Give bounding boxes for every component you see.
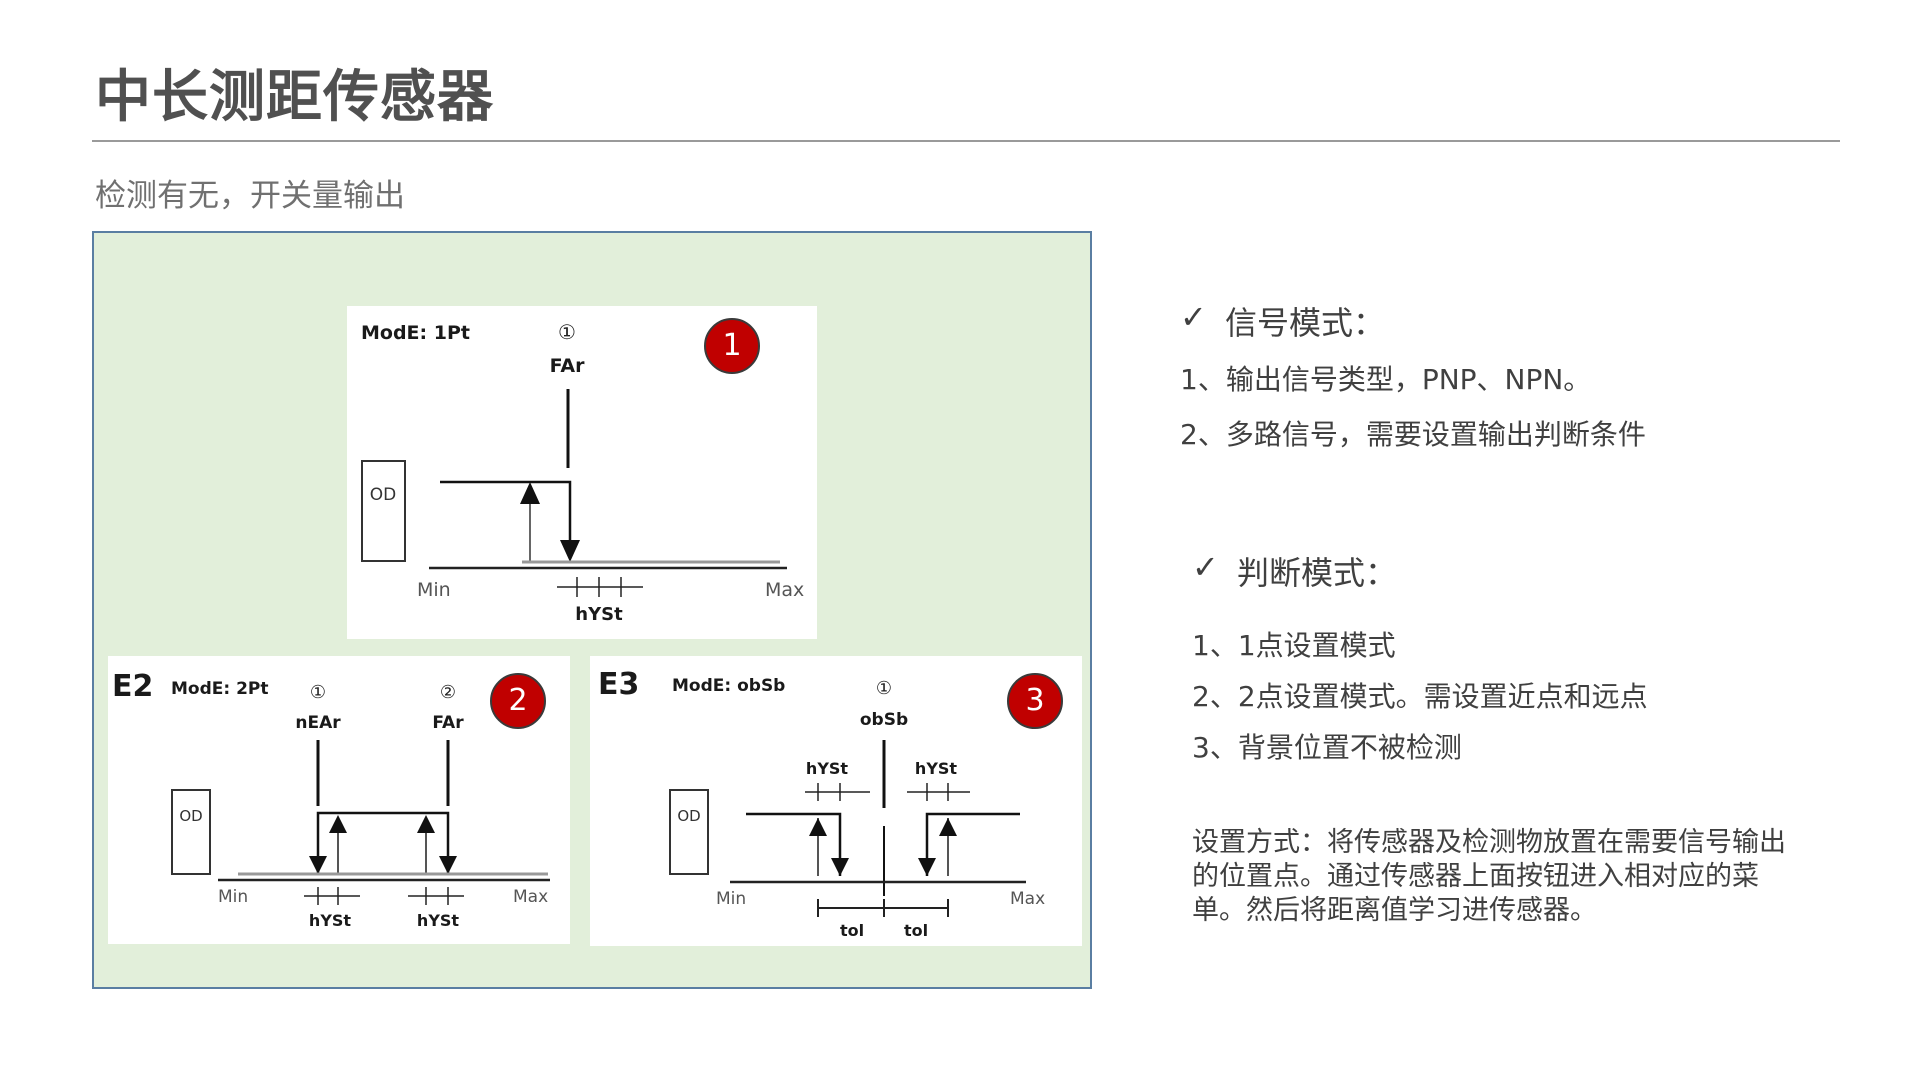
d2-arrow-far-down <box>439 856 457 874</box>
d2-min-label: Min <box>218 887 248 907</box>
d1-circle-number: ① <box>558 320 576 344</box>
d1-sensor-label: OD <box>370 485 396 505</box>
d3-circle-number: ① <box>876 678 892 699</box>
d2-code-label: E2 <box>112 669 153 704</box>
d2-arrow-near-up <box>329 815 347 833</box>
d1-mode-label: ModE: 1Pt <box>361 322 470 344</box>
badge-3: 3 <box>1007 673 1063 729</box>
d3-sensor-box <box>669 789 709 875</box>
slide-title: 中长测距传感器 <box>95 65 494 130</box>
d3-code-label: E3 <box>598 667 639 702</box>
d3-arrow-right-down <box>918 858 936 876</box>
d2-sensor-box <box>171 789 211 875</box>
d2-mode-label: ModE: 2Pt <box>171 679 269 699</box>
d2-arrow-far-up <box>417 815 435 833</box>
badge-1: 1 <box>704 318 760 374</box>
d2-far-label: FAr <box>432 713 464 733</box>
diagram-obsb: E3 ModE: obSb ① obSb hYSt hYSt OD <box>590 656 1082 946</box>
d3-mode-label: ModE: obSb <box>672 676 785 696</box>
d3-arrow-right-up <box>939 818 957 836</box>
d2-max-label: Max <box>513 887 548 907</box>
d1-max-label: Max <box>765 579 804 601</box>
d2-arrow-near-down <box>309 856 327 874</box>
d2-hyst-label-2: hYSt <box>417 911 460 930</box>
d3-hyst-right-label: hYSt <box>915 759 958 778</box>
d3-arrow-left-up <box>809 818 827 836</box>
judge-mode-heading: 判断模式： <box>1237 554 1398 592</box>
diagram-panel: ModE: 1Pt ① FAr OD Min Max hYSt E2 ModE:… <box>92 231 1092 989</box>
d3-min-label: Min <box>716 889 746 909</box>
judge-item-2: 2、2点设置模式。需设置近点和远点 <box>1192 680 1648 713</box>
signal-check-icon: ✓ <box>1180 298 1207 336</box>
d3-sensor-label: OD <box>677 807 700 825</box>
d2-hyst-label-1: hYSt <box>309 911 352 930</box>
d3-obsb-label: obSb <box>860 710 908 730</box>
signal-item-2: 2、多路信号，需要设置输出判断条件 <box>1180 418 1646 451</box>
d3-switch-left <box>746 812 842 876</box>
badge-2: 2 <box>490 673 546 729</box>
d3-max-label: Max <box>1010 889 1045 909</box>
d1-min-label: Min <box>417 579 451 601</box>
d2-near-label: nEAr <box>295 713 341 733</box>
d2-circle-two: ② <box>440 682 456 703</box>
d2-circle-one: ① <box>310 682 326 703</box>
setup-description: 设置方式：将传感器及检测物放置在需要信号输出的位置点。通过传感器上面按钮进入相对… <box>1192 827 1786 926</box>
title-divider <box>92 140 1840 142</box>
signal-mode-heading: 信号模式： <box>1225 304 1386 342</box>
signal-item-1: 1、输出信号类型，PNP、NPN。 <box>1180 363 1592 396</box>
diagram-obsb-svg: E3 ModE: obSb ① obSb hYSt hYSt OD <box>598 667 1045 940</box>
d3-tol-label-1: tol <box>840 921 864 940</box>
judge-item-1: 1、1点设置模式 <box>1192 629 1396 662</box>
d1-arrow-up <box>520 482 540 504</box>
judge-item-3: 3、背景位置不被检测 <box>1192 731 1462 764</box>
slide-subtitle: 检测有无，开关量输出 <box>95 178 405 214</box>
d3-hyst-left-label: hYSt <box>806 759 849 778</box>
d3-switch-right <box>925 812 1020 876</box>
d2-switch-window <box>316 811 450 874</box>
d1-hyst-label: hYSt <box>575 604 623 625</box>
d1-arrow-down <box>560 540 580 562</box>
d3-tol-label-2: tol <box>904 921 928 940</box>
d1-far-label: FAr <box>550 355 586 377</box>
d3-arrow-left-down <box>831 858 849 876</box>
d1-sensor-box <box>361 460 406 562</box>
judge-check-icon: ✓ <box>1192 548 1219 586</box>
diagram-1pt-svg: ModE: 1Pt ① FAr OD Min Max hYSt <box>361 320 804 625</box>
d1-switch-line <box>440 480 572 558</box>
diagram-2pt-svg: E2 ModE: 2Pt ① ② nEAr FAr OD Min Max <box>112 669 550 930</box>
d2-sensor-label: OD <box>179 807 202 825</box>
